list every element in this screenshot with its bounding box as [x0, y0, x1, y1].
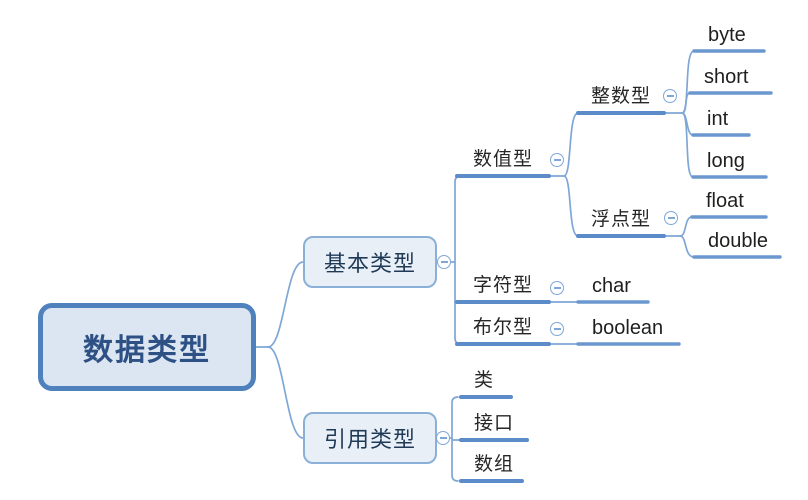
collapse-minus-icon-boolean-type[interactable]: [550, 322, 564, 336]
collapse-minus-icon-char-type[interactable]: [550, 281, 564, 295]
topic-data-types[interactable]: 数据类型: [38, 303, 256, 391]
leaf-short[interactable]: short: [704, 66, 749, 88]
leaf-interface[interactable]: 接口: [474, 413, 515, 434]
minus-bar: [553, 159, 561, 161]
topic-boolean-type[interactable]: 布尔型: [472, 317, 533, 338]
leaf-boolean[interactable]: boolean: [592, 317, 664, 339]
leaf-double[interactable]: double: [708, 230, 769, 252]
minus-bar: [667, 217, 675, 219]
collapse-minus-icon-primitive-types[interactable]: [437, 255, 451, 269]
collapse-minus-icon-reference-types[interactable]: [436, 431, 450, 445]
topic-char-type[interactable]: 字符型: [472, 275, 533, 296]
leaf-array[interactable]: 数组: [474, 454, 515, 475]
minus-bar: [553, 328, 561, 330]
leaf-char[interactable]: char: [592, 275, 631, 297]
minus-bar: [440, 261, 448, 263]
leaf-byte[interactable]: byte: [708, 24, 746, 46]
leaf-int[interactable]: int: [707, 108, 729, 130]
leaf-float[interactable]: float: [706, 190, 744, 212]
topic-primitive-types[interactable]: 基本类型: [303, 236, 437, 288]
topic-reference-types[interactable]: 引用类型: [303, 412, 437, 464]
leaf-long[interactable]: long: [707, 150, 745, 172]
topic-numeric-type[interactable]: 数值型: [472, 149, 533, 170]
minus-bar: [553, 287, 561, 289]
minus-bar: [666, 95, 674, 97]
collapse-minus-icon-float-type[interactable]: [664, 211, 678, 225]
minus-bar: [439, 437, 447, 439]
topic-integer-type[interactable]: 整数型: [590, 86, 651, 107]
topic-float-type[interactable]: 浮点型: [590, 209, 651, 230]
collapse-minus-icon-integer-type[interactable]: [663, 89, 677, 103]
leaf-class[interactable]: 类: [474, 370, 495, 391]
collapse-minus-icon-numeric-type[interactable]: [550, 153, 564, 167]
